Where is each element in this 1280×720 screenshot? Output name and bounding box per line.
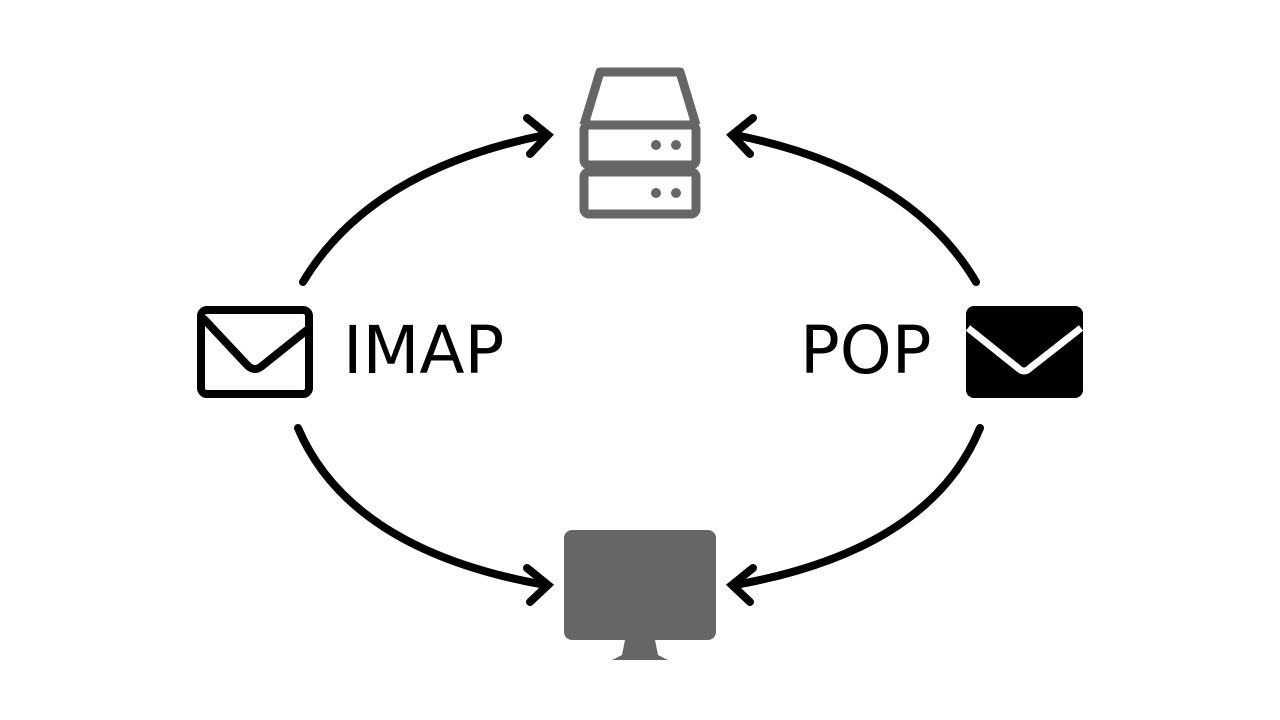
- arrow-imap-to-server: [299, 114, 554, 286]
- arrow-pop-to-computer: [725, 424, 984, 606]
- arrow-pop-to-server: [726, 114, 980, 286]
- imap-label: IMAP: [343, 312, 505, 389]
- arrow-imap-to-computer: [294, 424, 555, 606]
- pop-label: POP: [800, 312, 932, 389]
- server-icon: [579, 67, 701, 219]
- envelope-outline-icon: [197, 306, 313, 398]
- computer-monitor-icon: [564, 530, 716, 660]
- envelope-filled-icon: [965, 306, 1084, 398]
